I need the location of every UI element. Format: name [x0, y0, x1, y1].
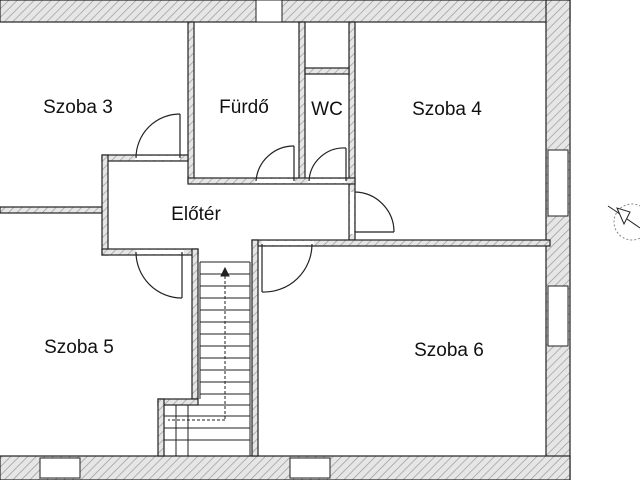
door-swing-icon	[255, 145, 295, 182]
room-label-wc: WC	[311, 99, 343, 120]
right-windows	[547, 149, 569, 347]
doors	[135, 113, 395, 299]
wall	[251, 239, 259, 457]
door-swing-icon	[135, 113, 181, 159]
room-label-szoba-5: Szoba 5	[44, 337, 114, 358]
top-windows	[255, 0, 283, 23]
top-wall	[0, 0, 571, 23]
wall	[157, 398, 165, 457]
room-labels: Szoba 3 Fürdő WC Szoba 4 Előtér Szoba 5 …	[43, 97, 484, 361]
bottom-wall	[0, 455, 571, 480]
stair-arrow-icon	[168, 266, 230, 421]
window	[547, 285, 569, 347]
room-label-szoba-4: Szoba 4	[412, 99, 482, 120]
room-label-furdo: Fürdő	[219, 97, 269, 118]
door-swing-icon	[354, 191, 395, 233]
exterior-walls	[0, 0, 571, 480]
window	[255, 0, 283, 23]
staircase	[164, 261, 251, 456]
wall	[101, 154, 109, 256]
door-swing-icon	[308, 147, 347, 182]
window	[289, 457, 331, 479]
wall	[304, 67, 350, 75]
door-openings	[135, 156, 354, 254]
wall	[298, 21, 306, 183]
wall	[0, 206, 103, 214]
wall	[187, 21, 195, 183]
window	[39, 457, 81, 479]
window	[547, 149, 569, 217]
wall	[191, 248, 199, 400]
room-label-szoba-6: Szoba 6	[414, 340, 484, 361]
room-label-szoba-3: Szoba 3	[43, 97, 113, 118]
room-label-eloter: Előtér	[171, 204, 221, 225]
door-swing-icon	[135, 251, 183, 299]
bottom-windows	[39, 457, 331, 479]
compass-icon	[607, 203, 640, 241]
door-swing-icon	[261, 243, 313, 293]
